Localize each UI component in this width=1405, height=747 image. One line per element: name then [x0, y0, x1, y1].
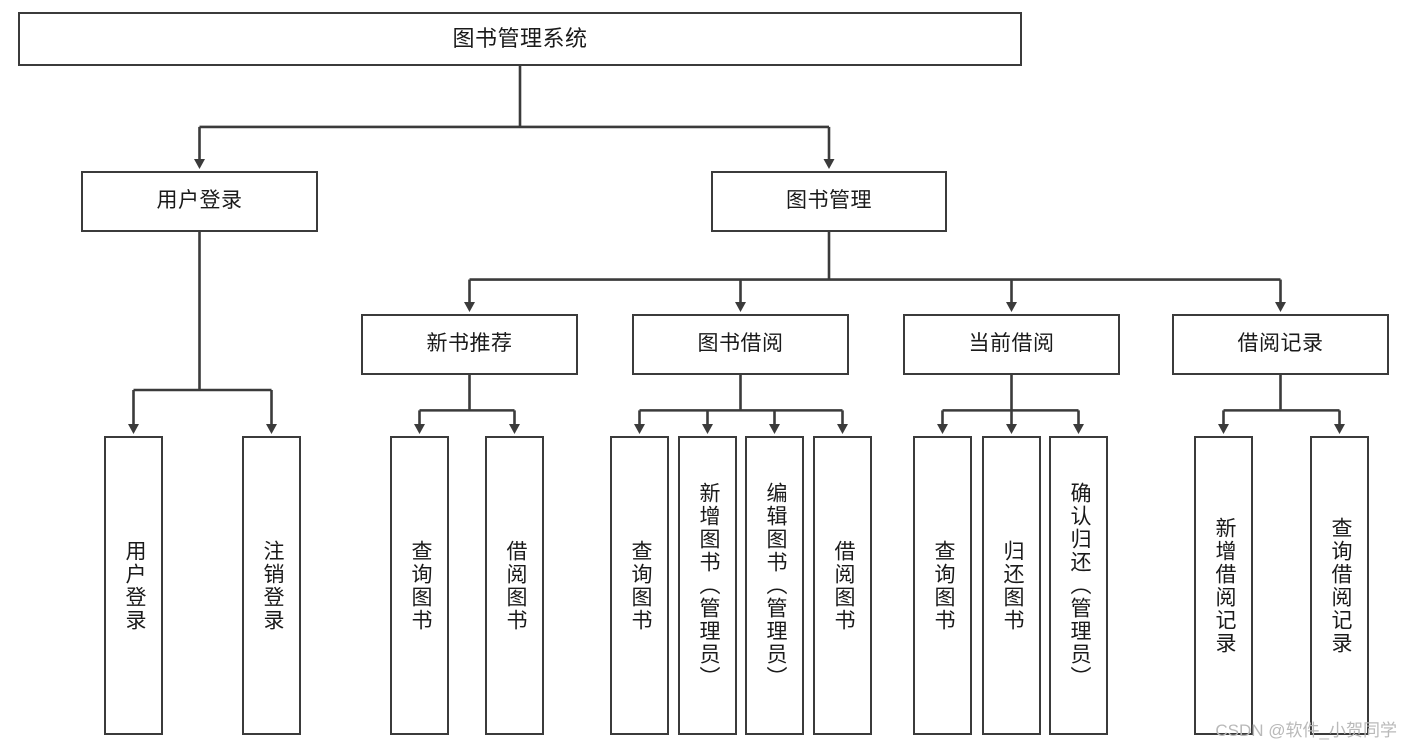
- node-label: 借阅图书: [503, 539, 527, 632]
- node-label: 图书借阅: [697, 332, 784, 356]
- node-label: 确认归还（管理员）: [1067, 482, 1091, 689]
- node-label: 当前借阅: [968, 332, 1055, 356]
- node-leaf-query-borrow-record[interactable]: 查询借阅记录: [1310, 436, 1369, 735]
- node-new-book-recommend[interactable]: 新书推荐: [361, 314, 578, 375]
- node-leaf-return-book[interactable]: 归还图书: [982, 436, 1041, 735]
- node-borrow-record[interactable]: 借阅记录: [1172, 314, 1389, 375]
- node-label: 新增图书（管理员）: [696, 482, 720, 689]
- node-leaf-borrow-book[interactable]: 借阅图书: [813, 436, 872, 735]
- node-label: 编辑图书（管理员）: [763, 482, 787, 689]
- node-label: 注销登录: [260, 539, 284, 632]
- node-label: 借阅记录: [1237, 332, 1324, 356]
- node-label: 用户登录: [156, 189, 243, 213]
- node-book-borrow[interactable]: 图书借阅: [632, 314, 849, 375]
- node-user-login[interactable]: 用户登录: [81, 171, 318, 232]
- node-label: 查询图书: [628, 539, 652, 632]
- node-leaf-add-book[interactable]: 新增图书（管理员）: [678, 436, 737, 735]
- node-leaf-user-logout[interactable]: 注销登录: [242, 436, 301, 735]
- node-leaf-add-borrow-record[interactable]: 新增借阅记录: [1194, 436, 1253, 735]
- watermark-text: CSDN @软件_小贺同学: [1215, 721, 1397, 740]
- node-leaf-borrow-book-rec[interactable]: 借阅图书: [485, 436, 544, 735]
- node-label: 查询借阅记录: [1328, 516, 1352, 655]
- node-leaf-edit-book[interactable]: 编辑图书（管理员）: [745, 436, 804, 735]
- node-label: 查询图书: [408, 539, 432, 632]
- node-leaf-query-book-current[interactable]: 查询图书: [913, 436, 972, 735]
- node-leaf-query-book-borrow[interactable]: 查询图书: [610, 436, 669, 735]
- node-label: 归还图书: [1000, 539, 1024, 632]
- node-book-manage[interactable]: 图书管理: [711, 171, 947, 232]
- node-leaf-user-login[interactable]: 用户登录: [104, 436, 163, 735]
- node-label: 新增借阅记录: [1212, 516, 1236, 655]
- node-label: 用户登录: [122, 539, 146, 632]
- node-label: 查询图书: [931, 539, 955, 632]
- node-current-borrow[interactable]: 当前借阅: [903, 314, 1120, 375]
- node-leaf-query-book-rec[interactable]: 查询图书: [390, 436, 449, 735]
- node-leaf-confirm-return[interactable]: 确认归还（管理员）: [1049, 436, 1108, 735]
- node-label: 新书推荐: [426, 332, 513, 356]
- node-label: 图书管理系统: [452, 25, 588, 51]
- node-root[interactable]: 图书管理系统: [18, 12, 1022, 66]
- node-label: 借阅图书: [831, 539, 855, 632]
- node-label: 图书管理: [786, 189, 872, 213]
